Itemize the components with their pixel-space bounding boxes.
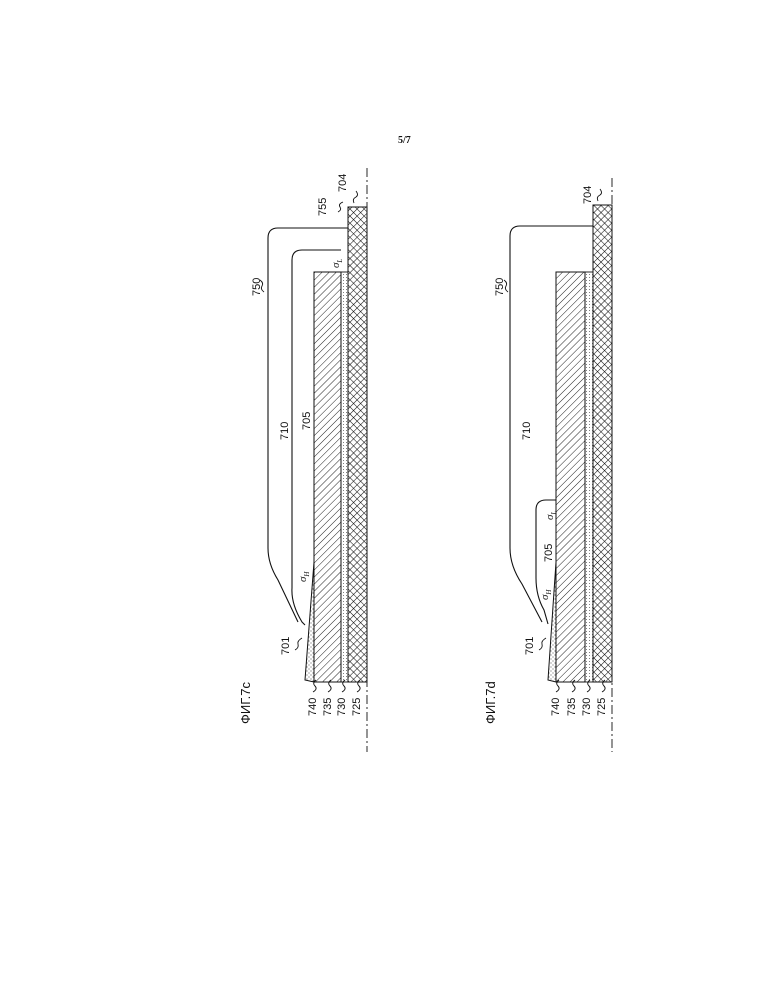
figure-7d: ФИГ.7d 750 704 710 705 701 σH σL 740 735… [483, 178, 612, 752]
layer-735 [314, 272, 341, 682]
label-730: 730 [581, 698, 593, 716]
label-705: 705 [301, 412, 313, 430]
label-750: 750 [494, 278, 506, 296]
label-735: 735 [566, 698, 578, 716]
label-710: 710 [521, 422, 533, 440]
label-704: 704 [337, 174, 349, 192]
layer-725 [348, 207, 367, 682]
figure-7c: ФИГ.7c 750 755 704 710 705 701 σH σL 740… [238, 168, 367, 752]
label-735: 735 [322, 698, 334, 716]
label-725: 725 [351, 698, 363, 716]
sigma-h-label: σH [297, 571, 311, 582]
figure-title: ФИГ.7d [483, 681, 498, 724]
label-750: 750 [251, 278, 263, 296]
label-710: 710 [279, 422, 291, 440]
label-740: 740 [550, 698, 562, 716]
label-730: 730 [336, 698, 348, 716]
layer-730 [585, 272, 593, 682]
sigma-l-label: σL [544, 511, 558, 520]
layer-730 [341, 272, 348, 682]
layer-740 [548, 562, 556, 682]
label-755: 755 [317, 198, 329, 216]
sigma-l-label: σL [330, 259, 344, 268]
figure-title: ФИГ.7c [238, 681, 253, 724]
label-704: 704 [582, 186, 594, 204]
sigma-h-label: σH [539, 589, 553, 600]
layer-735 [556, 272, 585, 682]
label-705: 705 [543, 544, 555, 562]
label-725: 725 [596, 698, 608, 716]
layer-725 [593, 205, 612, 682]
label-701: 701 [280, 637, 292, 655]
label-740: 740 [307, 698, 319, 716]
label-701: 701 [524, 637, 536, 655]
